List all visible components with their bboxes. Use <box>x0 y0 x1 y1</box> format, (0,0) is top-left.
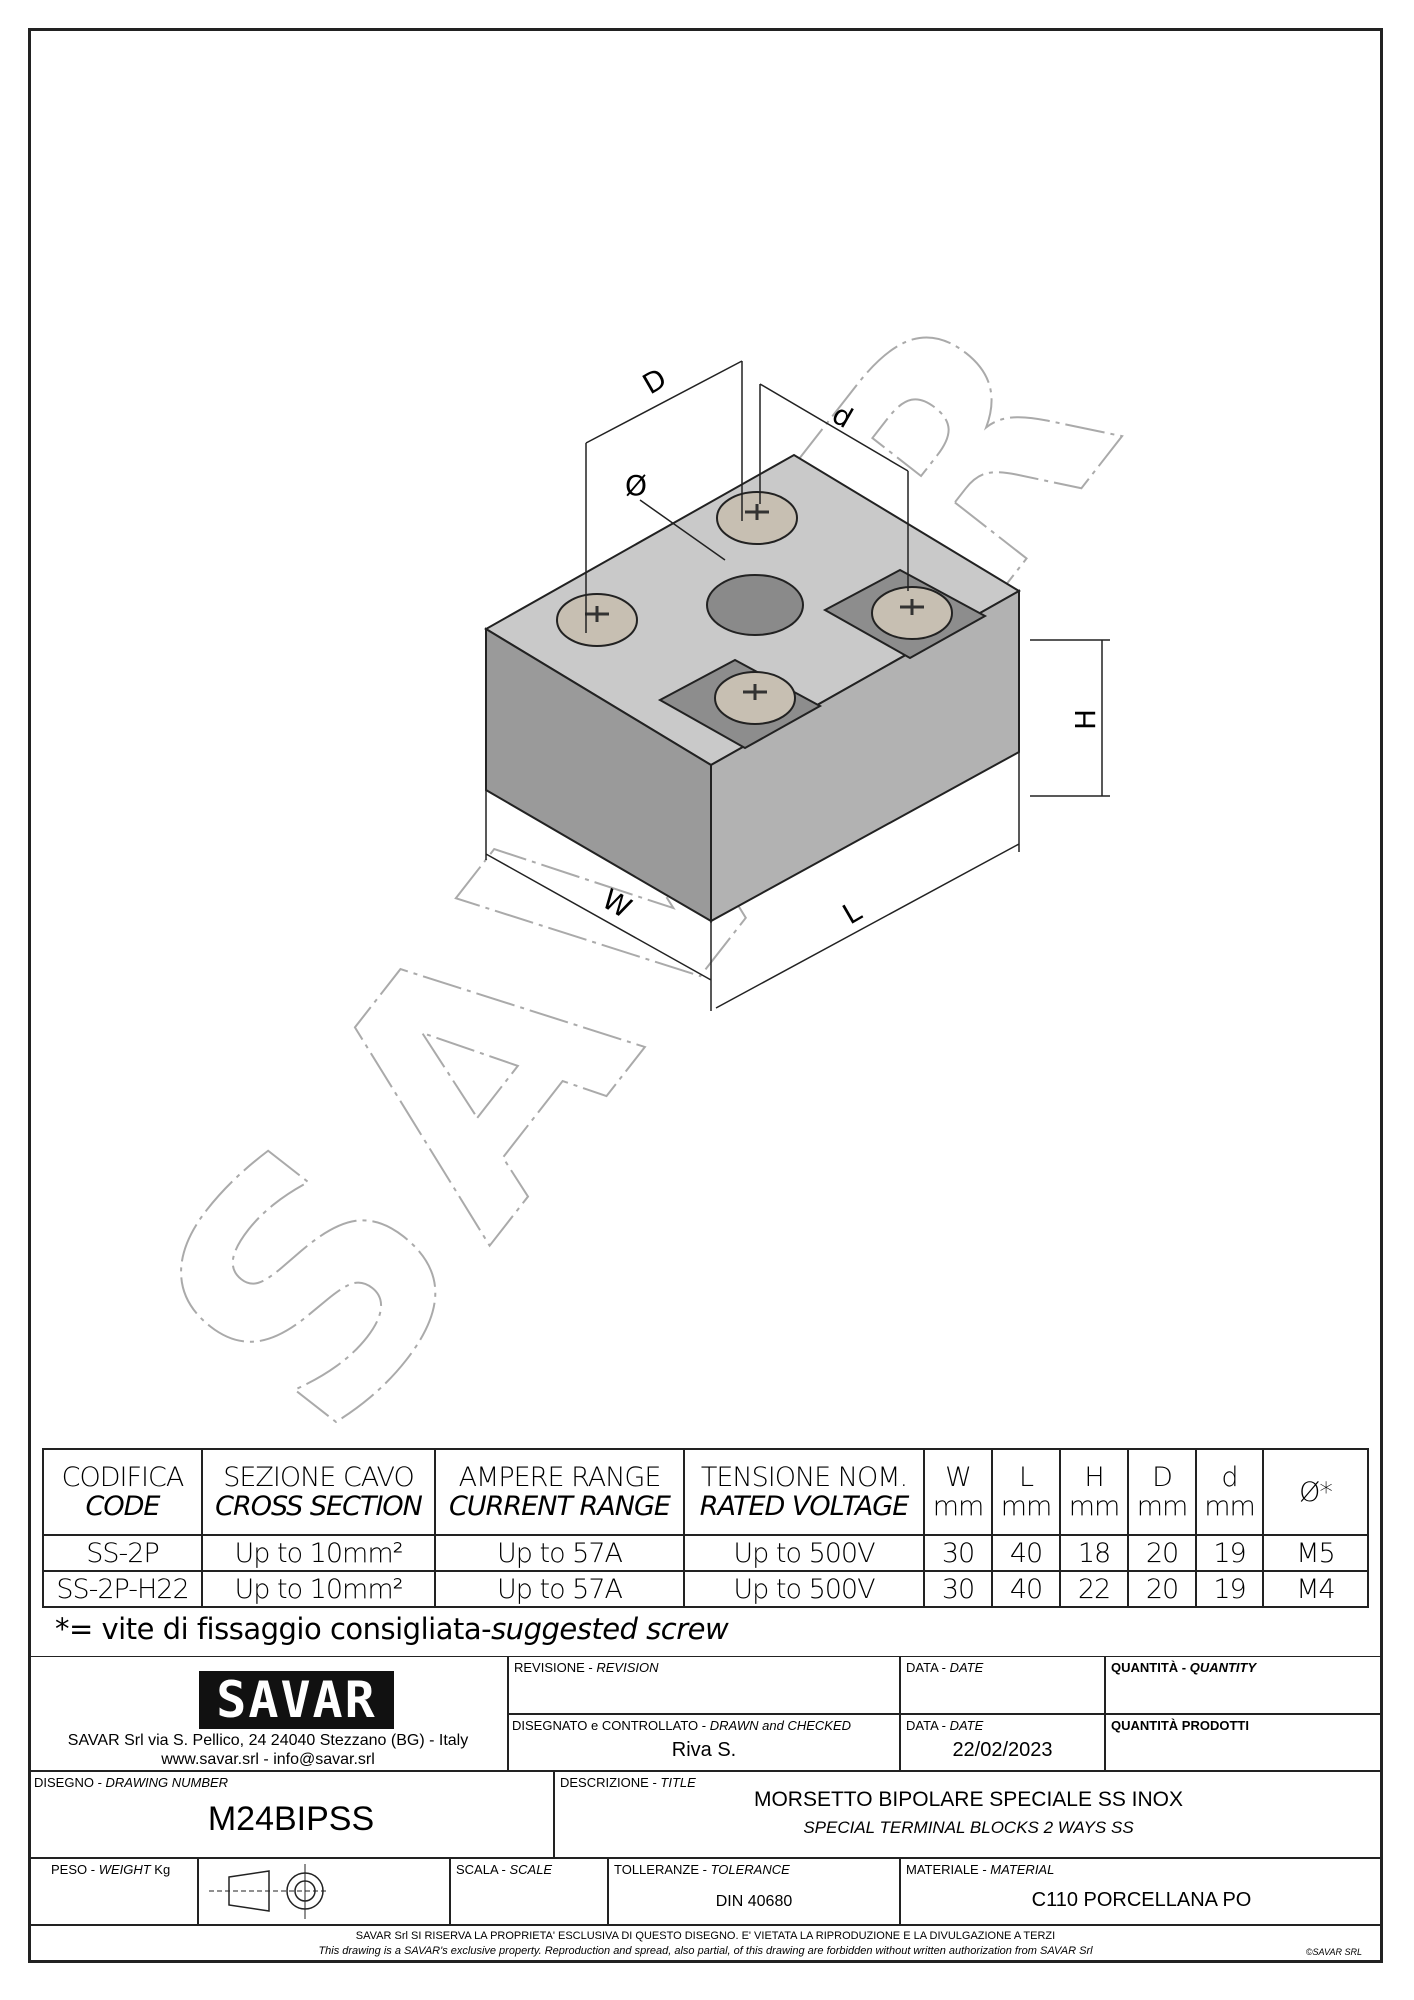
cell: M4 <box>1262 1570 1369 1608</box>
header-diameter: Ø* <box>1262 1448 1369 1536</box>
title-italian: MORSETTO BIPOLARE SPECIALE SS INOX <box>753 1788 1184 1811</box>
date-cell: DATA - DATE <box>900 1656 1105 1714</box>
cell: Up to 500V <box>683 1570 925 1608</box>
cell: Up to 10mm² <box>201 1534 436 1572</box>
cell: 20 <box>1127 1534 1197 1572</box>
tolerance-value: DIN 40680 <box>715 1893 793 1910</box>
quantity-cell: QUANTITÀ - QUANTITY <box>1105 1656 1383 1714</box>
revision-cell: REVISIONE - REVISION <box>508 1656 900 1714</box>
header-rated-voltage: TENSIONE NOM.RATED VOLTAGE <box>683 1448 925 1536</box>
cell: SS-2P-H22 <box>42 1570 203 1608</box>
cell: SS-2P <box>42 1534 203 1572</box>
material-value: C110 PORCELLANA PO <box>1031 1889 1252 1911</box>
drawing-frame <box>28 28 1383 1963</box>
cell: 40 <box>991 1570 1061 1608</box>
cell: 30 <box>923 1570 993 1608</box>
cell: 19 <box>1195 1570 1264 1608</box>
cell: 30 <box>923 1534 993 1572</box>
company-web: www.savar.srl - info@savar.srl <box>161 1751 375 1768</box>
savar-logo: SAVAR <box>199 1671 394 1729</box>
cell: M5 <box>1262 1534 1369 1572</box>
first-angle-projection-icon <box>209 1864 329 1919</box>
cell: Up to 500V <box>683 1534 925 1572</box>
isometric-drawing: SAVAR W L H D d Ø <box>88 226 1201 1440</box>
cell: Up to 57A <box>434 1570 685 1608</box>
cell: 19 <box>1195 1534 1264 1572</box>
copyright: ©SAVAR SRL <box>1305 1947 1362 1957</box>
cell: Up to 57A <box>434 1534 685 1572</box>
drawn-date: 22/02/2023 <box>952 1739 1053 1761</box>
footer-cell: SAVAR Srl SI RISERVA LA PROPRIETA' ESCLU… <box>28 1925 1383 1963</box>
cell: Up to 10mm² <box>201 1570 436 1608</box>
dim-h-label: H <box>1069 709 1102 730</box>
dim-diameter-label: Ø <box>625 469 647 502</box>
drawn-by: Riva S. <box>671 1739 737 1761</box>
dimension-lines <box>485 360 1110 1011</box>
mounting-hole <box>706 574 804 636</box>
drawing-number: M24BIPSS <box>207 1800 375 1838</box>
cell: 22 <box>1059 1570 1129 1608</box>
screw-cross-icon <box>585 504 924 700</box>
dim-d-upper-label: D <box>637 362 672 401</box>
projection-cell <box>198 1858 450 1925</box>
drawn-cell: DISEGNATO e CONTROLLATO - DRAWN and CHEC… <box>508 1714 900 1771</box>
weight-cell: PESO - WEIGHT Kg <box>28 1858 198 1925</box>
scale-cell: SCALA - SCALE <box>450 1858 608 1925</box>
cell: 18 <box>1059 1534 1129 1572</box>
company-cell: SAVAR SAVAR Srl via S. Pellico, 24 24040… <box>28 1656 508 1771</box>
table-footnote: *= vite di fissaggio consigliata-suggest… <box>55 1612 729 1646</box>
products-cell: QUANTITÀ PRODOTTI <box>1105 1714 1383 1771</box>
cell: 40 <box>991 1534 1061 1572</box>
cell: 20 <box>1127 1570 1197 1608</box>
title-english: SPECIAL TERMINAL BLOCKS 2 WAYS SS <box>803 1818 1134 1837</box>
footer-italian: SAVAR Srl SI RISERVA LA PROPRIETA' ESCLU… <box>355 1930 1056 1942</box>
company-address: SAVAR Srl via S. Pellico, 24 24040 Stezz… <box>67 1732 469 1749</box>
footer-english: This drawing is a SAVAR's exclusive prop… <box>318 1945 1093 1957</box>
